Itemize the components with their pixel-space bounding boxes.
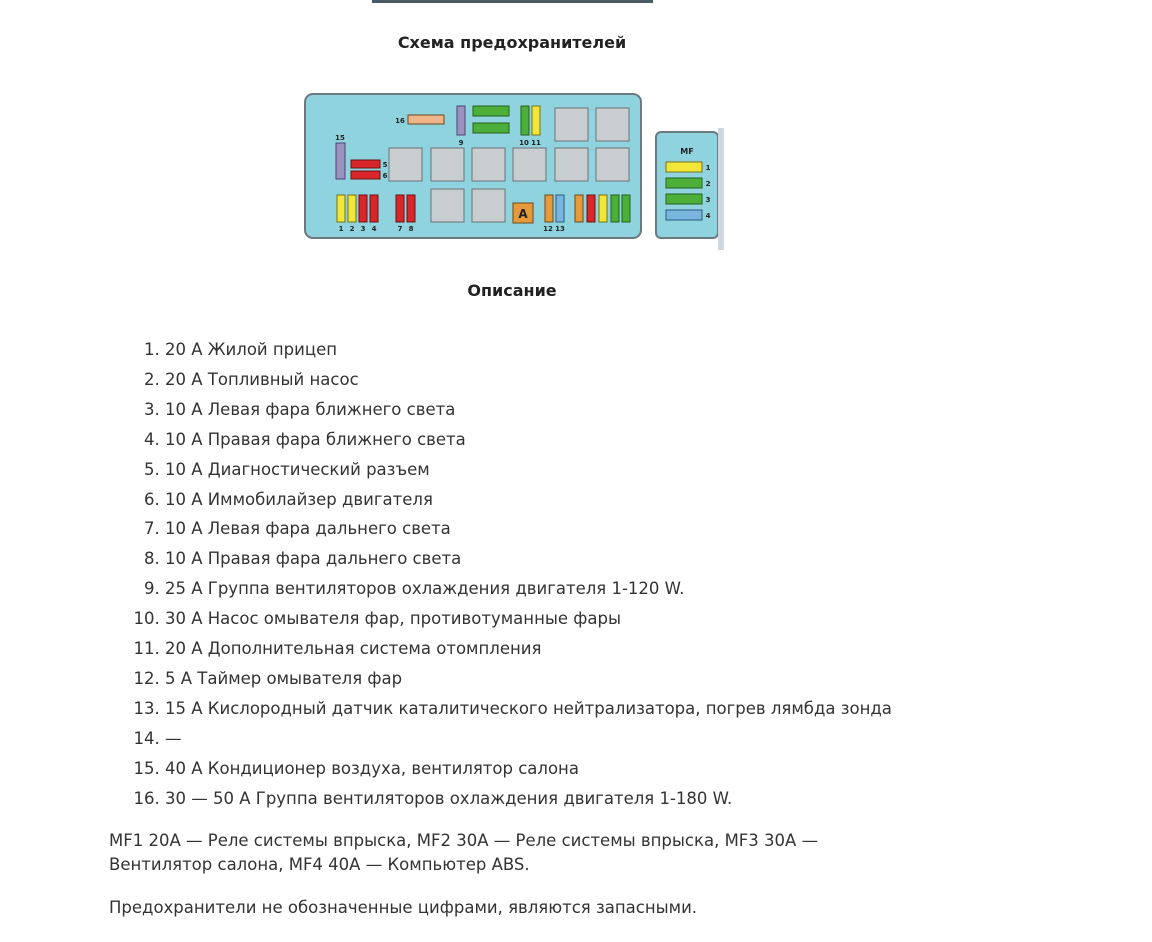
mf-slot-3-label: 3 xyxy=(706,196,711,204)
fuse-box-diagram: A 16 9 10 11 15 5 6 1 2 3 4 7 8 xyxy=(300,88,730,257)
fuse-16-label: 16 xyxy=(395,117,405,125)
description-heading: Описание xyxy=(467,281,557,300)
fuse-9 xyxy=(456,105,466,136)
fuse-4-label: 4 xyxy=(372,225,377,233)
fuse-10 xyxy=(520,105,530,136)
fuse-8-label: 8 xyxy=(409,225,414,233)
fuse-8 xyxy=(406,194,416,223)
fuse-11-label: 11 xyxy=(531,139,541,147)
fuse-13-label: 13 xyxy=(555,225,565,233)
list-item: 30 — 50 А Группа вентиляторов охлаждения… xyxy=(165,784,1065,814)
fuse-12 xyxy=(544,194,554,223)
list-item: 20 А Топливный насос xyxy=(165,365,1065,395)
fuse-3-label: 3 xyxy=(361,225,366,233)
fuse-5 xyxy=(350,159,381,169)
fuse-2 xyxy=(347,194,357,223)
fuse-description-list: 20 А Жилой прицеп 20 А Топливный насос 1… xyxy=(120,335,1065,814)
list-item: 30 А Насос омывателя фар, противотуманны… xyxy=(165,604,1065,634)
fuse-scheme-heading: Схема предохранителей xyxy=(397,33,627,52)
fuse-1 xyxy=(336,194,346,223)
list-item: 15 А Кислородный датчик каталитического … xyxy=(165,694,1065,724)
list-item: 25 А Группа вентиляторов охлаждения двиг… xyxy=(165,574,1065,604)
fuse-3 xyxy=(358,194,368,223)
list-item: 20 А Дополнительная система отомпления xyxy=(165,634,1065,664)
mf-fuses-paragraph: MF1 20A — Реле системы впрыска, MF2 30A … xyxy=(109,831,819,874)
list-item: 10 А Левая фара дальнего света xyxy=(165,514,1065,544)
list-item: — xyxy=(165,724,1065,754)
relay-a-label: A xyxy=(518,207,528,221)
fuse-green-bottom xyxy=(472,122,510,134)
mf-slot-2-label: 2 xyxy=(706,180,711,188)
fuse-16 xyxy=(407,114,445,125)
fuse-13 xyxy=(555,194,565,223)
fuse-15 xyxy=(335,142,346,180)
list-item: 10 А Правая фара ближнего света xyxy=(165,425,1065,455)
fuse-6-label: 6 xyxy=(383,172,388,180)
fuse-12-label: 12 xyxy=(543,225,553,233)
list-item: 10 А Иммобилайзер двигателя xyxy=(165,485,1065,515)
mf-title: MF xyxy=(680,147,693,156)
spare-fuses-paragraph: Предохранители не обозначенные цифрами, … xyxy=(109,898,698,917)
relay-grid xyxy=(388,107,630,223)
fuse-9-label: 9 xyxy=(459,139,464,147)
list-item: 20 А Жилой прицеп xyxy=(165,335,1065,365)
list-item: 40 А Кондиционер воздуха, вентилятор сал… xyxy=(165,754,1065,784)
fuse-10-label: 10 xyxy=(519,139,529,147)
fuse-7 xyxy=(395,194,405,223)
list-item: 10 А Диагностический разъем xyxy=(165,455,1065,485)
fuse-2-label: 2 xyxy=(350,225,355,233)
fuse-6 xyxy=(350,170,381,180)
spare-fuses xyxy=(574,194,631,223)
fuse-5-label: 5 xyxy=(383,161,388,169)
fuse-1-label: 1 xyxy=(339,225,344,233)
fuse-green-top xyxy=(472,105,510,117)
fuse-4 xyxy=(369,194,379,223)
fuse-15-label: 15 xyxy=(335,134,345,142)
mf-fuse-1 xyxy=(665,161,703,173)
fuse-7-label: 7 xyxy=(398,225,403,233)
list-item: 5 А Таймер омывателя фар xyxy=(165,664,1065,694)
top-image-edge xyxy=(372,0,653,3)
list-item: 10 А Левая фара ближнего света xyxy=(165,395,1065,425)
list-item: 10 А Правая фара дальнего света xyxy=(165,544,1065,574)
fuse-11 xyxy=(531,105,541,136)
mf-slot-1-label: 1 xyxy=(706,164,711,172)
mf-slot-4-label: 4 xyxy=(706,212,711,220)
mf-fuse-2 xyxy=(665,177,703,189)
mf-fuse-3 xyxy=(665,193,703,205)
mf-fuse-4 xyxy=(665,209,703,221)
relay-a xyxy=(512,202,534,224)
